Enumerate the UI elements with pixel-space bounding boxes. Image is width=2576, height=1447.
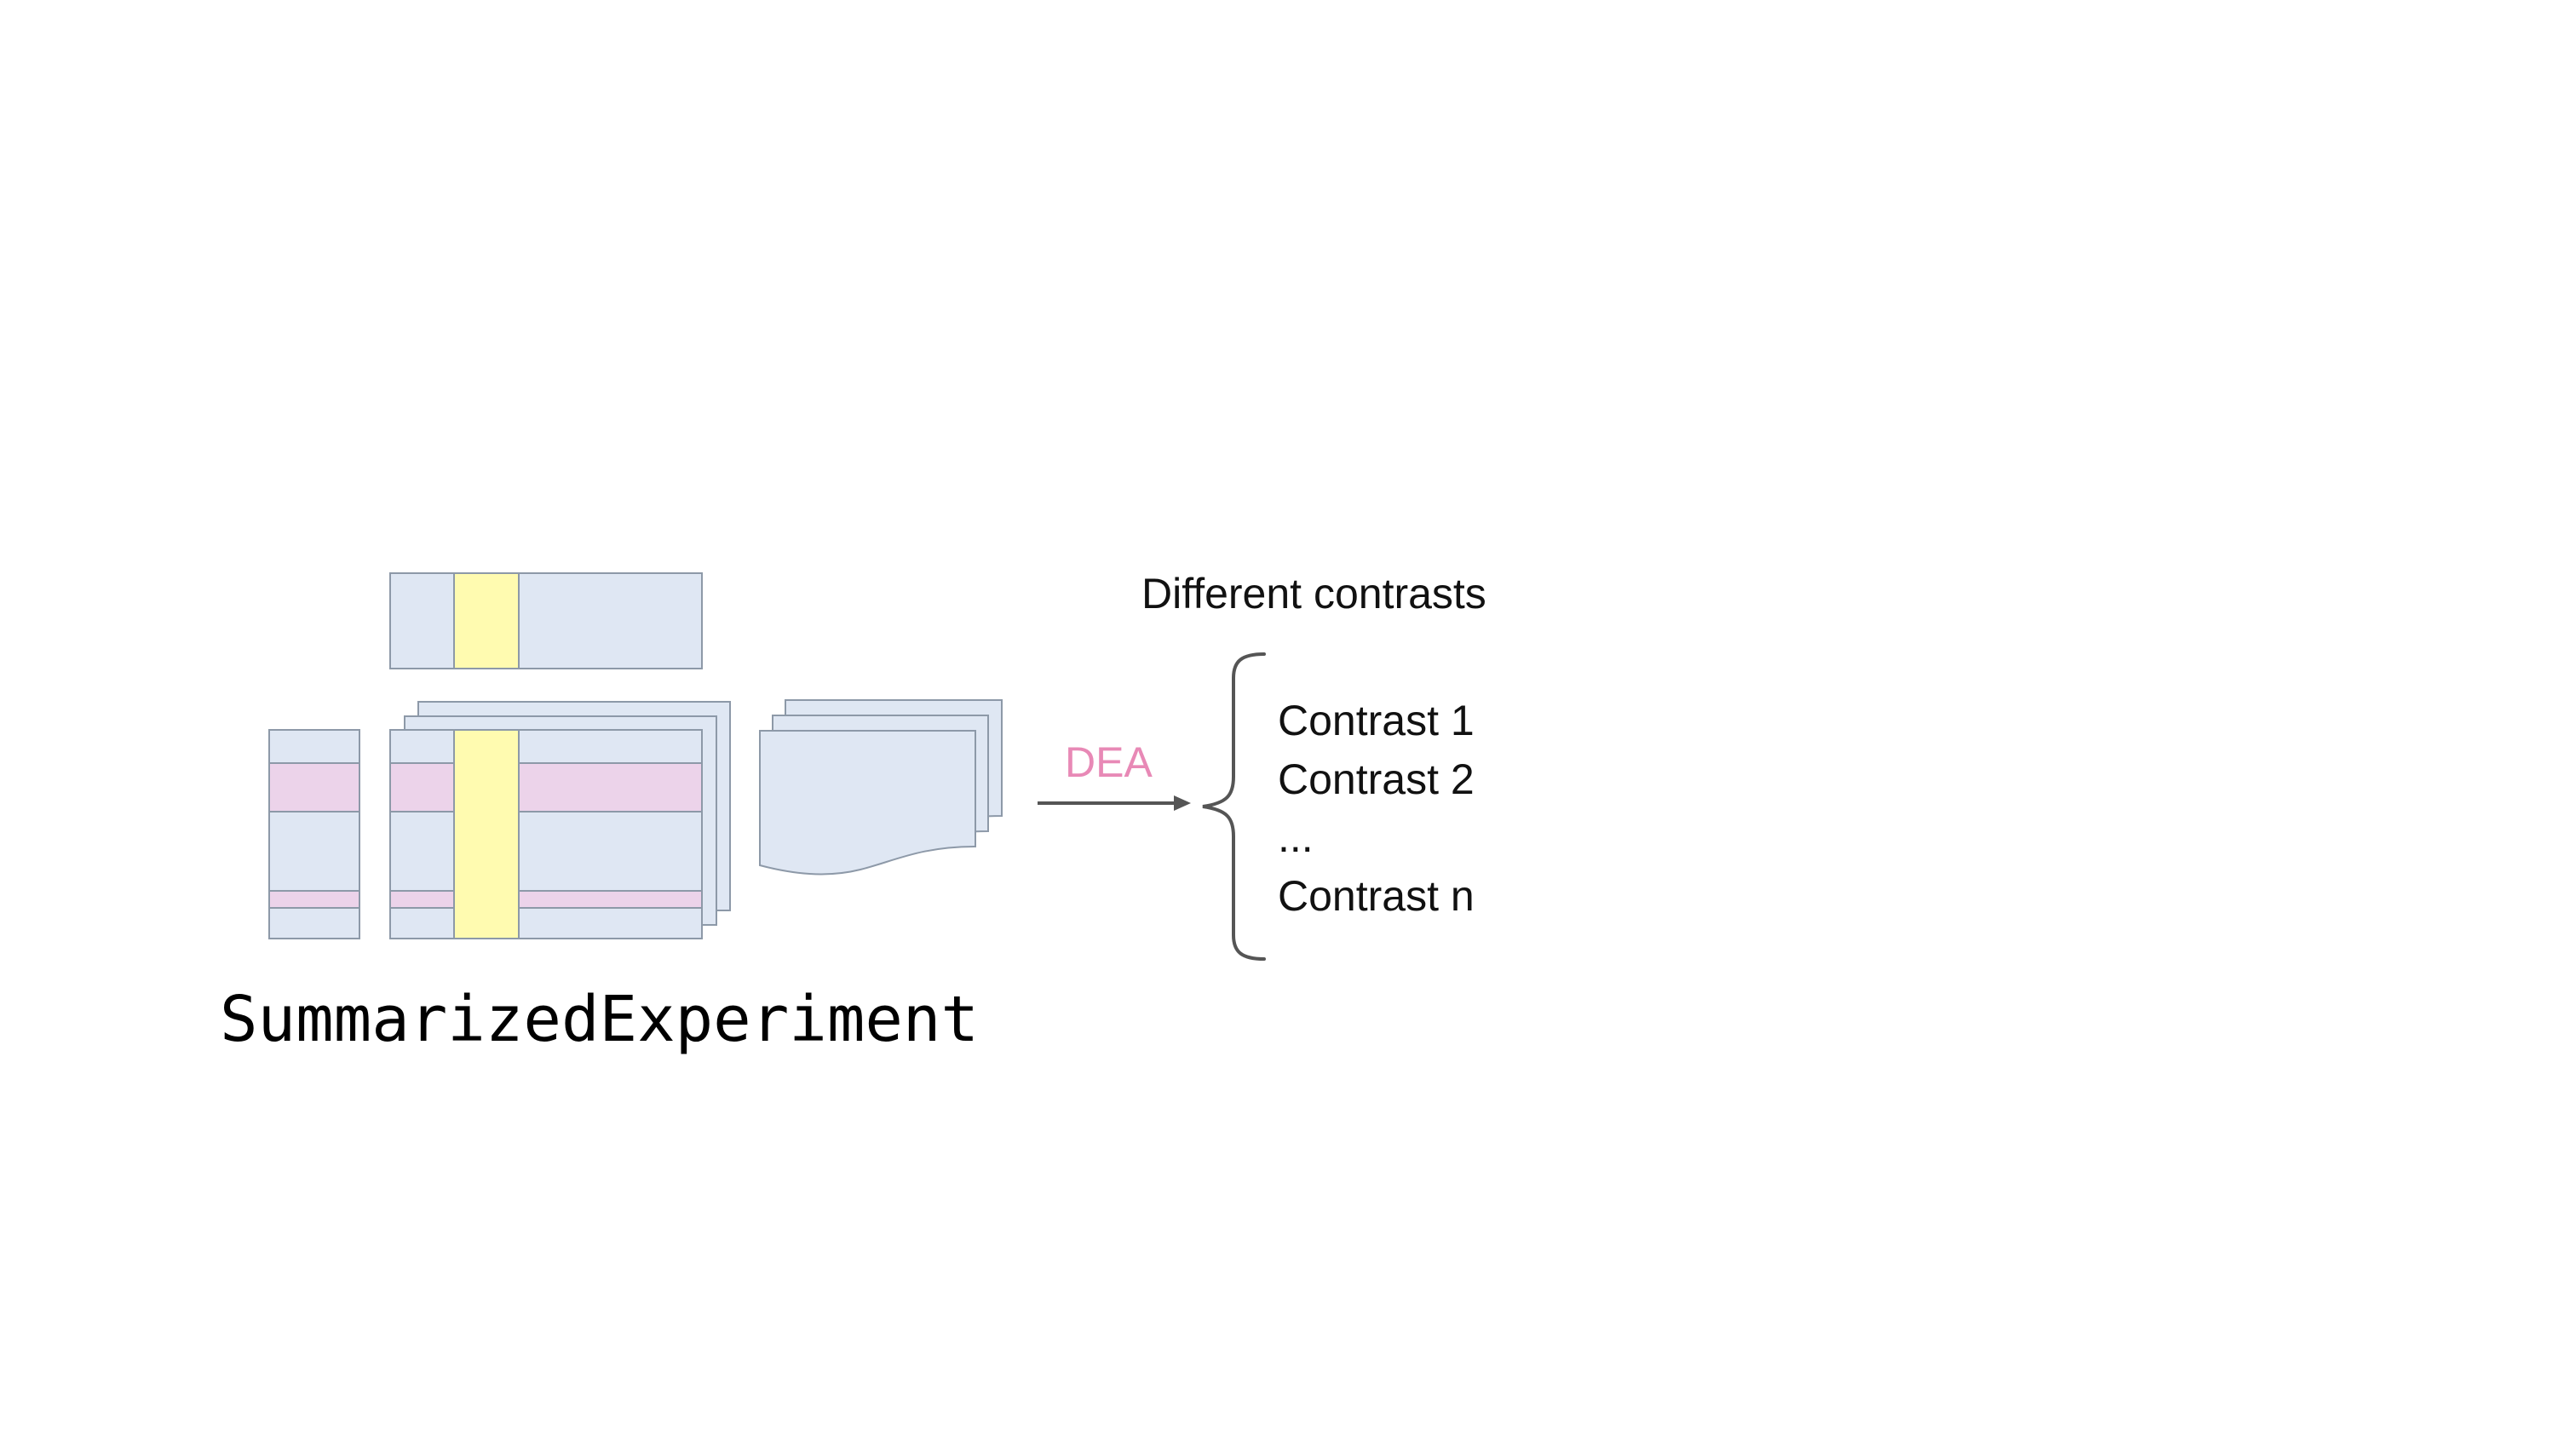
rowdata-row-highlight-1: [268, 762, 360, 813]
contrast-item: Contrast n: [1278, 871, 1475, 920]
metadata-doc-front: [759, 730, 976, 876]
dea-label: DEA: [1065, 738, 1153, 786]
dea-arrow-head: [1174, 795, 1191, 811]
contrasts-heading: Different contrasts: [1141, 570, 1486, 617]
dea-arrow: [1038, 795, 1191, 811]
metadata-documents: [759, 699, 1003, 876]
assays-stack: [389, 701, 731, 939]
coldata-panel: [389, 572, 703, 669]
rowdata-panel: [268, 729, 360, 939]
rowdata-row-highlight-2: [268, 890, 360, 909]
coldata-box: [389, 572, 703, 669]
contrast-item: Contrast 1: [1278, 697, 1475, 744]
assay-row-highlight-2: [389, 890, 703, 909]
assay-column-highlight: [453, 729, 520, 939]
contrast-item: Contrast 2: [1278, 755, 1475, 803]
coldata-column-highlight: [453, 572, 520, 669]
contrasts-brace: [1202, 652, 1266, 961]
assay-row-highlight-1: [389, 762, 703, 813]
object-name: SummarizedExperiment: [220, 983, 980, 1056]
contrast-item-ellipsis: ...: [1278, 813, 1314, 861]
contrast-list: Contrast 1 Contrast 2 ... Contrast n: [1278, 692, 1475, 925]
